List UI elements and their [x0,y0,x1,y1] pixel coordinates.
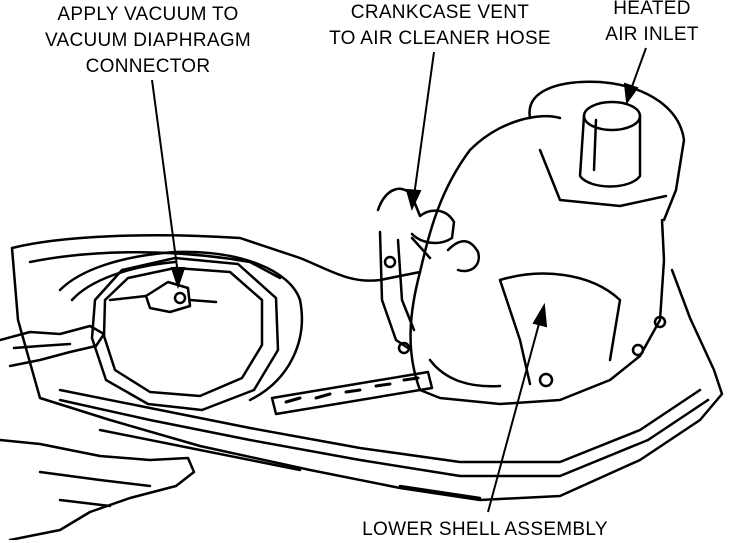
leader-shell [487,319,541,513]
hand-left-lower [0,438,196,540]
callout-line: AIR INLET [605,24,699,45]
callout-heated-air-inlet: HEATED AIR INLET [588,0,716,48]
callout-line: CRANKCASE VENT [350,2,530,23]
leader-vent-arrowhead [405,188,422,211]
foam-strip [270,370,434,416]
filter-seal-ring [58,250,304,412]
callout-crankcase-vent: CRANKCASE VENT TO AIR CLEANER HOSE [302,0,578,52]
hand-left-upper [0,324,106,368]
lower-shell-body [409,80,686,406]
leader-inlet [629,47,647,93]
leader-lines [151,47,647,513]
callout-line: APPLY VACUUM TO [57,4,239,25]
leader-shell-arrowhead [532,302,548,328]
crankcase-vent-hose [376,187,456,350]
callout-line: LOWER SHELL ASSEMBLY [362,519,608,540]
callout-line: CONNECTOR [85,56,211,77]
leader-vacuum [151,79,179,275]
heated-air-inlet-pipe [578,100,642,188]
mounting-bolts [383,255,667,388]
leader-inlet-arrowhead [623,82,639,105]
callout-lower-shell-assembly: LOWER SHELL ASSEMBLY [340,517,630,543]
callout-line: HEATED [613,0,691,19]
callout-line: TO AIR CLEANER HOSE [329,28,551,49]
callout-apply-vacuum: APPLY VACUUM TO VACUUM DIAPHRAGM CONNECT… [0,2,296,80]
callout-line: VACUUM DIAPHRAGM [44,30,252,51]
vacuum-diaphragm-connector [108,280,218,314]
leader-vacuum-arrowhead [170,267,186,290]
lower-housing-tray [10,233,724,502]
leader-vent [413,51,435,197]
